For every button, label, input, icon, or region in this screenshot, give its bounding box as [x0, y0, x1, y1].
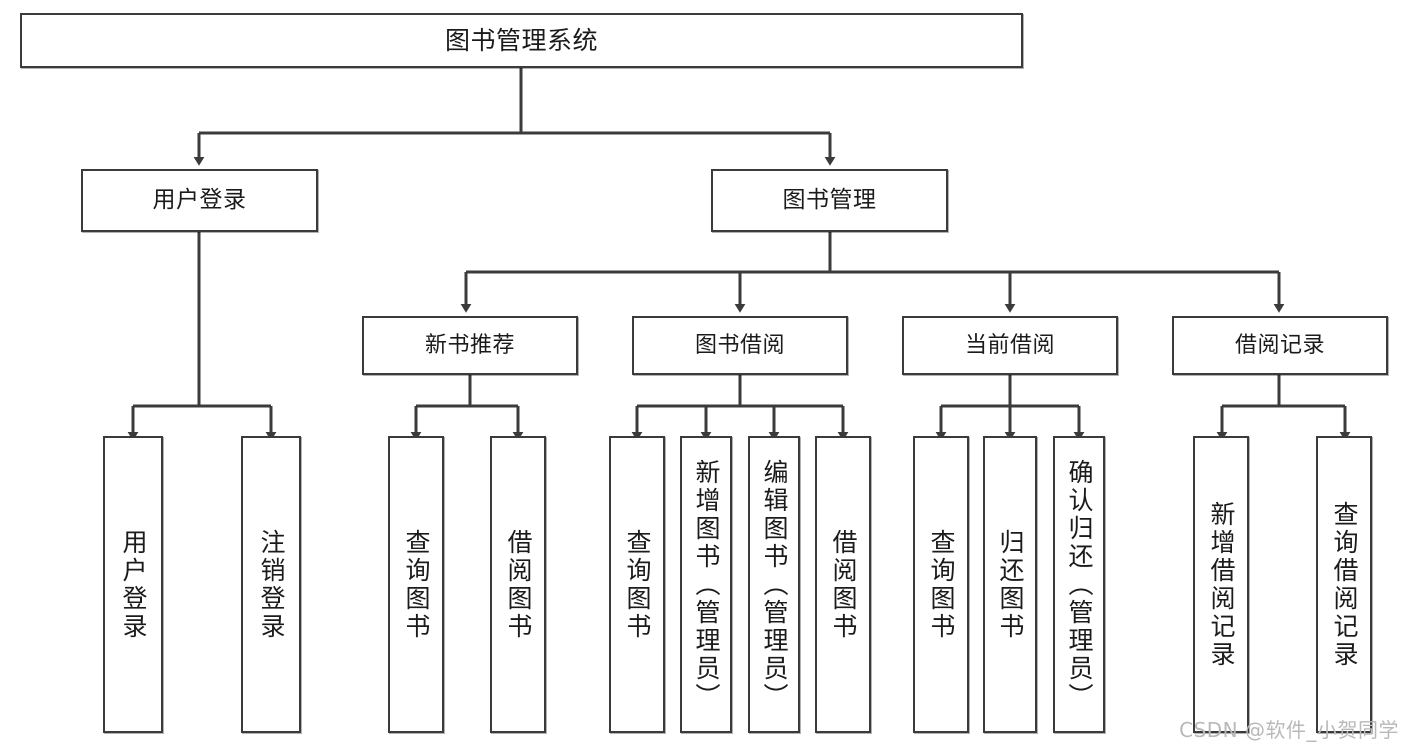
watermark-text: CSDN @软件_小贺同学 [1179, 718, 1399, 742]
leaf-record-add-record[interactable]: 新增借阅记录 [1193, 436, 1249, 733]
node-label: 借阅记录 [1234, 332, 1325, 358]
node-label: 借阅图书 [504, 528, 533, 641]
leaf-user-login-logout[interactable]: 注销登录 [241, 436, 301, 733]
node-root-system[interactable]: 图书管理系统 [20, 13, 1023, 68]
leaf-current-confirm-return-admin[interactable]: 确认归还（管理员） [1053, 436, 1105, 733]
node-label: 查询借阅记录 [1330, 500, 1359, 669]
node-book-management[interactable]: 图书管理 [711, 169, 948, 232]
node-label: 查询图书 [402, 528, 431, 641]
node-label: 图书管理 [782, 187, 877, 213]
node-label: 新增图书（管理员） [692, 458, 721, 711]
leaf-current-query-book[interactable]: 查询图书 [913, 436, 969, 733]
leaf-recommend-query-book[interactable]: 查询图书 [388, 436, 444, 733]
leaf-borrow-query-book[interactable]: 查询图书 [609, 436, 665, 733]
node-label: 用户登录 [152, 187, 247, 213]
leaf-borrow-add-book-admin[interactable]: 新增图书（管理员） [680, 436, 732, 733]
leaf-record-query-record[interactable]: 查询借阅记录 [1316, 436, 1372, 733]
node-label: 新书推荐 [424, 332, 515, 358]
node-label: 图书管理系统 [444, 26, 598, 55]
node-label: 归还图书 [996, 528, 1025, 641]
node-label: 注销登录 [257, 528, 286, 641]
node-label: 用户登录 [119, 528, 148, 641]
node-current-borrow[interactable]: 当前借阅 [902, 316, 1118, 375]
node-label: 当前借阅 [964, 332, 1055, 358]
leaf-current-return-book[interactable]: 归还图书 [983, 436, 1037, 733]
node-user-login[interactable]: 用户登录 [81, 169, 318, 232]
leaf-borrow-borrow-book[interactable]: 借阅图书 [815, 436, 871, 733]
leaf-user-login-login[interactable]: 用户登录 [103, 436, 163, 733]
node-label: 编辑图书（管理员） [760, 458, 789, 711]
node-label: 借阅图书 [829, 528, 858, 641]
node-new-book-recommend[interactable]: 新书推荐 [362, 316, 578, 375]
node-label: 查询图书 [927, 528, 956, 641]
leaf-recommend-borrow-book[interactable]: 借阅图书 [490, 436, 546, 733]
node-label: 新增借阅记录 [1207, 500, 1236, 669]
node-book-borrow[interactable]: 图书借阅 [632, 316, 848, 375]
node-borrow-record[interactable]: 借阅记录 [1172, 316, 1388, 375]
leaf-borrow-edit-book-admin[interactable]: 编辑图书（管理员） [748, 436, 800, 733]
node-label: 确认归还（管理员） [1065, 458, 1094, 711]
node-label: 图书借阅 [694, 332, 785, 358]
node-label: 查询图书 [623, 528, 652, 641]
